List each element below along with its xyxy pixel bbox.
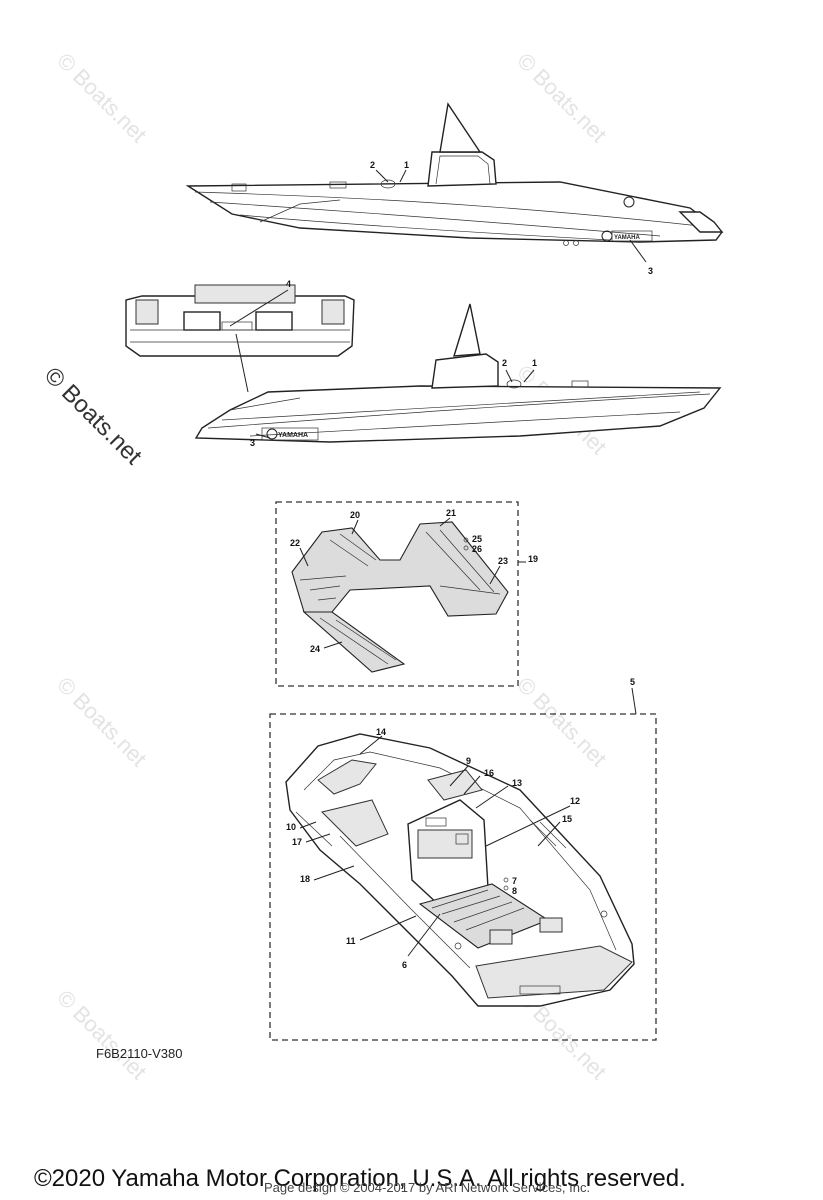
callout-16: 16 [484,768,494,778]
floor-mat-set [291,521,509,673]
mat-kit-boundary [275,501,519,687]
callout-11: 11 [346,936,356,946]
callout-labels: 1 2 3 4 1 2 3 20 21 25 26 22 23 19 24 5 … [250,160,653,970]
boat-stern-view [125,284,355,357]
callout-19: 19 [528,554,538,564]
callout-3: 3 [250,438,255,448]
callout-23: 23 [498,556,508,566]
boat-deck-perspective [285,733,635,1007]
callout-13: 13 [512,778,522,788]
diagram-code: F6B2110-V380 [96,1046,183,1061]
callout-2: 2 [502,358,507,368]
callout-25: 25 [472,534,482,544]
callout-17: 17 [292,837,302,847]
callout-10: 10 [286,822,296,832]
callout-1: 1 [404,160,409,170]
callout-24: 24 [310,644,320,654]
callout-2: 2 [370,160,375,170]
page-credit: Page design © 2004-2017 by ARI Network S… [264,1180,591,1195]
callout-22: 22 [290,538,300,548]
callout-14: 14 [376,727,386,737]
callout-26: 26 [472,544,482,554]
copyright-notice: ©2020 Yamaha Motor Corporation, U.S.A. A… [34,1165,686,1192]
callout-8: 8 [512,886,517,896]
callout-15: 15 [562,814,572,824]
callout-20: 20 [350,510,360,520]
callout-7: 7 [512,876,517,886]
callout-12: 12 [570,796,580,806]
callout-21: 21 [446,508,456,518]
boat-side-view-upper [185,102,724,246]
callout-5: 5 [630,677,635,687]
callout-6: 6 [402,960,407,970]
callout-9: 9 [466,756,471,766]
callout-18: 18 [300,874,310,884]
hull-badge-upper: YAMAHA [614,235,640,241]
callout-1: 1 [532,358,537,368]
hull-badge-lower: YAMAHA [278,432,308,439]
deck-kit-boundary [269,713,657,1041]
boat-side-view-lower [194,303,722,443]
callout-4: 4 [286,279,291,289]
callout-3: 3 [648,266,653,276]
